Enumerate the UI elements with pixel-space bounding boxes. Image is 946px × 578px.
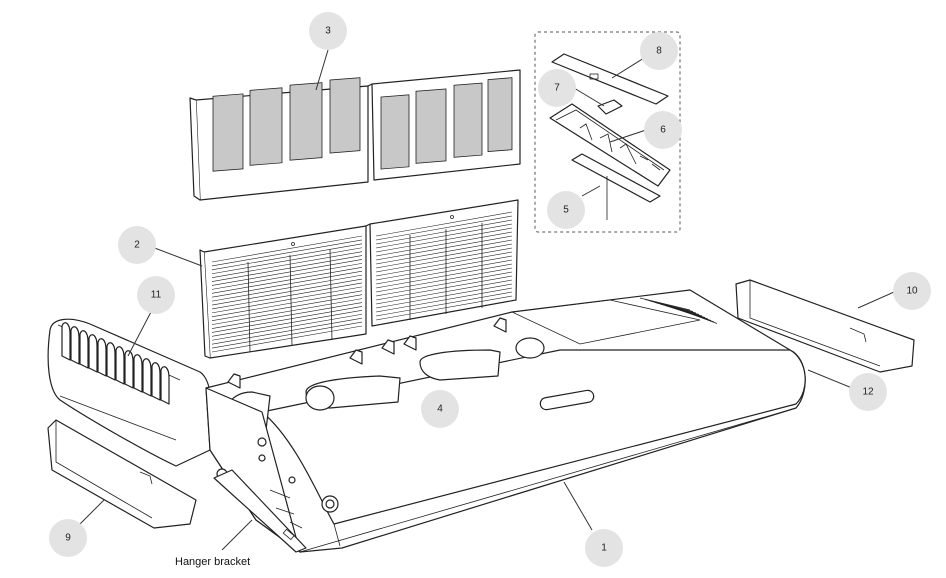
louver-line <box>375 263 513 289</box>
fin <box>160 366 170 405</box>
callout-8: 8 <box>640 32 678 70</box>
svg-text:8: 8 <box>656 46 662 57</box>
callout-4: 4 <box>421 390 459 428</box>
louver-line <box>211 306 363 333</box>
louver-line <box>375 219 513 245</box>
louver-line <box>211 321 363 349</box>
louver-line <box>211 251 363 278</box>
louver-line <box>211 235 363 263</box>
louver-line <box>211 263 363 290</box>
louver-line <box>375 279 513 305</box>
louver-line <box>375 295 513 321</box>
louver-line <box>211 274 363 302</box>
louver-line <box>211 267 363 294</box>
louver-line <box>375 235 513 261</box>
louver-line <box>211 294 363 321</box>
fin <box>124 350 134 389</box>
callout-12: 12 <box>849 373 887 411</box>
svg-text:10: 10 <box>906 286 918 297</box>
louver-line <box>684 311 718 324</box>
callout-9: 9 <box>49 519 87 557</box>
louver-line <box>211 270 363 298</box>
filter-panels <box>189 69 521 201</box>
fin <box>142 358 152 397</box>
louver-line <box>211 317 363 345</box>
louver-line <box>375 283 513 309</box>
rear-vents <box>639 297 718 324</box>
louver-line <box>375 239 513 265</box>
louver-line <box>375 247 513 273</box>
fin <box>133 354 143 393</box>
svg-text:9: 9 <box>65 533 71 544</box>
louver-line <box>211 259 363 286</box>
svg-text:3: 3 <box>325 26 331 37</box>
callout-11: 11 <box>137 276 175 314</box>
svg-text:1: 1 <box>601 543 607 554</box>
louver-line <box>375 211 513 237</box>
fin <box>97 338 107 377</box>
louver-line <box>375 271 513 297</box>
callout-7: 7 <box>538 69 576 107</box>
louver-line <box>211 255 363 282</box>
intake-grilles <box>199 199 519 359</box>
svg-text:2: 2 <box>134 240 140 251</box>
louver-line <box>375 231 513 257</box>
louver-line <box>211 243 363 271</box>
svg-text:7: 7 <box>554 83 560 94</box>
leader-lines <box>79 49 895 551</box>
end-piece-right <box>735 279 915 373</box>
louver-line <box>375 215 513 241</box>
fin <box>151 362 161 401</box>
louver-line <box>211 286 363 314</box>
louver-line <box>375 291 513 317</box>
louver-line <box>375 223 513 249</box>
callout-10: 10 <box>893 272 931 310</box>
louver-line <box>211 298 363 325</box>
svg-text:12: 12 <box>862 387 874 398</box>
louver-line <box>375 255 513 281</box>
grille-louvers-right <box>375 211 513 321</box>
svg-text:4: 4 <box>437 404 443 415</box>
louver-line <box>375 259 513 285</box>
louver-line <box>211 310 363 337</box>
louver-line <box>211 290 363 318</box>
hanger-bracket-label: Hanger bracket <box>175 556 250 568</box>
fin <box>115 346 125 385</box>
louver-line <box>211 239 363 267</box>
fin <box>88 334 98 373</box>
louver-line <box>211 278 363 306</box>
louver-line <box>211 302 363 329</box>
control-box-detail <box>534 31 681 233</box>
svg-text:5: 5 <box>563 205 569 216</box>
louver-line <box>375 243 513 269</box>
louver-line <box>211 247 363 275</box>
fin <box>70 326 80 365</box>
louver-line <box>211 313 363 341</box>
svg-text:6: 6 <box>660 125 666 136</box>
callout-3: 3 <box>309 12 347 50</box>
fin <box>79 330 89 369</box>
louver-line <box>375 275 513 301</box>
end-piece-bottom <box>47 419 197 529</box>
louver-line <box>375 227 513 253</box>
grille-louvers-left <box>211 235 363 353</box>
svg-text:11: 11 <box>151 290 162 301</box>
louver-line <box>375 267 513 293</box>
callout-5: 5 <box>547 191 585 229</box>
callout-6: 6 <box>644 111 682 149</box>
louver-line <box>375 287 513 313</box>
louver-line <box>211 282 363 310</box>
end-cap-left <box>47 318 213 467</box>
main-chassis <box>205 289 806 553</box>
fin <box>106 342 116 381</box>
callout-2: 2 <box>118 226 156 264</box>
louver-line <box>375 251 513 277</box>
fin <box>61 322 71 361</box>
callout-1: 1 <box>585 529 623 567</box>
end-cap-fins <box>61 322 170 405</box>
louver-line <box>211 325 363 353</box>
